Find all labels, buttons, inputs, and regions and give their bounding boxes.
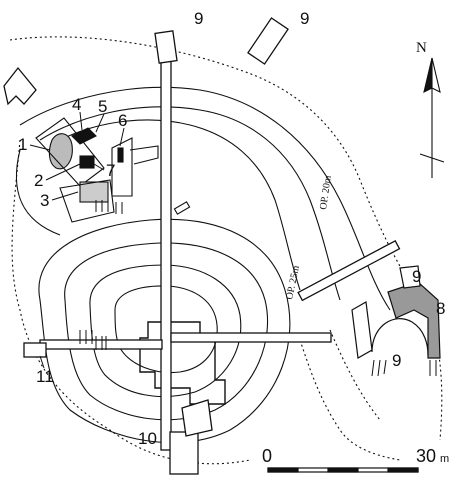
feature-4 <box>71 127 97 145</box>
scale-unit-label: m <box>440 453 449 465</box>
contour-label-20m: OP. 20m <box>318 175 334 211</box>
label-feature-9-southeast: 9 <box>392 351 401 370</box>
label-feature-11: 11 <box>36 367 54 386</box>
leader-line <box>93 163 105 171</box>
feature-1-outline <box>35 117 105 187</box>
label-feature-5: 5 <box>98 97 107 116</box>
scale-end-label: 30 <box>416 446 436 466</box>
feature-6 <box>117 147 124 163</box>
leader-line <box>51 191 79 201</box>
label-feature-9-east: 9 <box>412 267 421 286</box>
leader-line <box>29 144 51 151</box>
north-label: N <box>416 40 427 56</box>
east-diagonal-trench <box>297 239 401 302</box>
feature-5-wall <box>129 145 159 165</box>
trench-sample <box>173 201 191 215</box>
east-west-trench <box>39 339 163 350</box>
mound-contour <box>89 264 242 398</box>
feature-8-structure <box>387 281 441 359</box>
contour-line <box>59 119 301 291</box>
label-feature-9-north: 9 <box>194 9 203 28</box>
label-feature-6: 6 <box>118 111 127 130</box>
contour-line <box>39 106 341 301</box>
east-west-trench-east <box>170 332 332 343</box>
contour-line <box>15 149 61 236</box>
slope-line <box>329 329 381 421</box>
label-feature-10: 10 <box>138 429 157 448</box>
scale-bar <box>267 467 419 473</box>
feature-1 <box>48 133 73 170</box>
northwest-structure <box>3 66 37 106</box>
feature-2 <box>79 155 95 169</box>
slope-line <box>299 339 401 461</box>
feature-6-wall <box>111 137 133 197</box>
trench-11-block <box>23 342 47 358</box>
hatch-ticks <box>79 330 107 350</box>
leader-line <box>45 163 81 181</box>
feature-3 <box>79 181 109 203</box>
hatch-ticks <box>371 359 437 377</box>
feature-3-platform <box>59 179 115 223</box>
feature-9-apse <box>371 318 429 356</box>
feature-9-east-block <box>351 301 373 359</box>
trench-north-end <box>154 30 178 64</box>
leader-line <box>95 113 105 133</box>
trench-10-block <box>181 399 213 437</box>
label-feature-7: 7 <box>106 161 115 180</box>
trench-south-end <box>169 431 199 475</box>
north-arrow <box>419 57 445 178</box>
label-feature-3: 3 <box>40 191 49 210</box>
label-feature-1: 1 <box>18 135 27 154</box>
leader-line <box>119 127 125 147</box>
feature-9-east-wall <box>399 265 421 289</box>
hatch-ticks <box>95 200 123 214</box>
scale-start-label: 0 <box>262 446 272 466</box>
north-south-trench <box>160 59 172 451</box>
contour-line <box>19 86 391 311</box>
leader-line <box>79 111 83 131</box>
mound-contour <box>38 218 291 444</box>
northeast-trench <box>247 17 289 65</box>
leader-line <box>39 355 45 369</box>
label-feature-8: 8 <box>436 299 445 318</box>
label-feature-2: 2 <box>34 171 43 190</box>
label-feature-4: 4 <box>72 95 81 114</box>
label-feature-9-northeast: 9 <box>300 9 309 28</box>
mound-contour <box>64 242 269 421</box>
